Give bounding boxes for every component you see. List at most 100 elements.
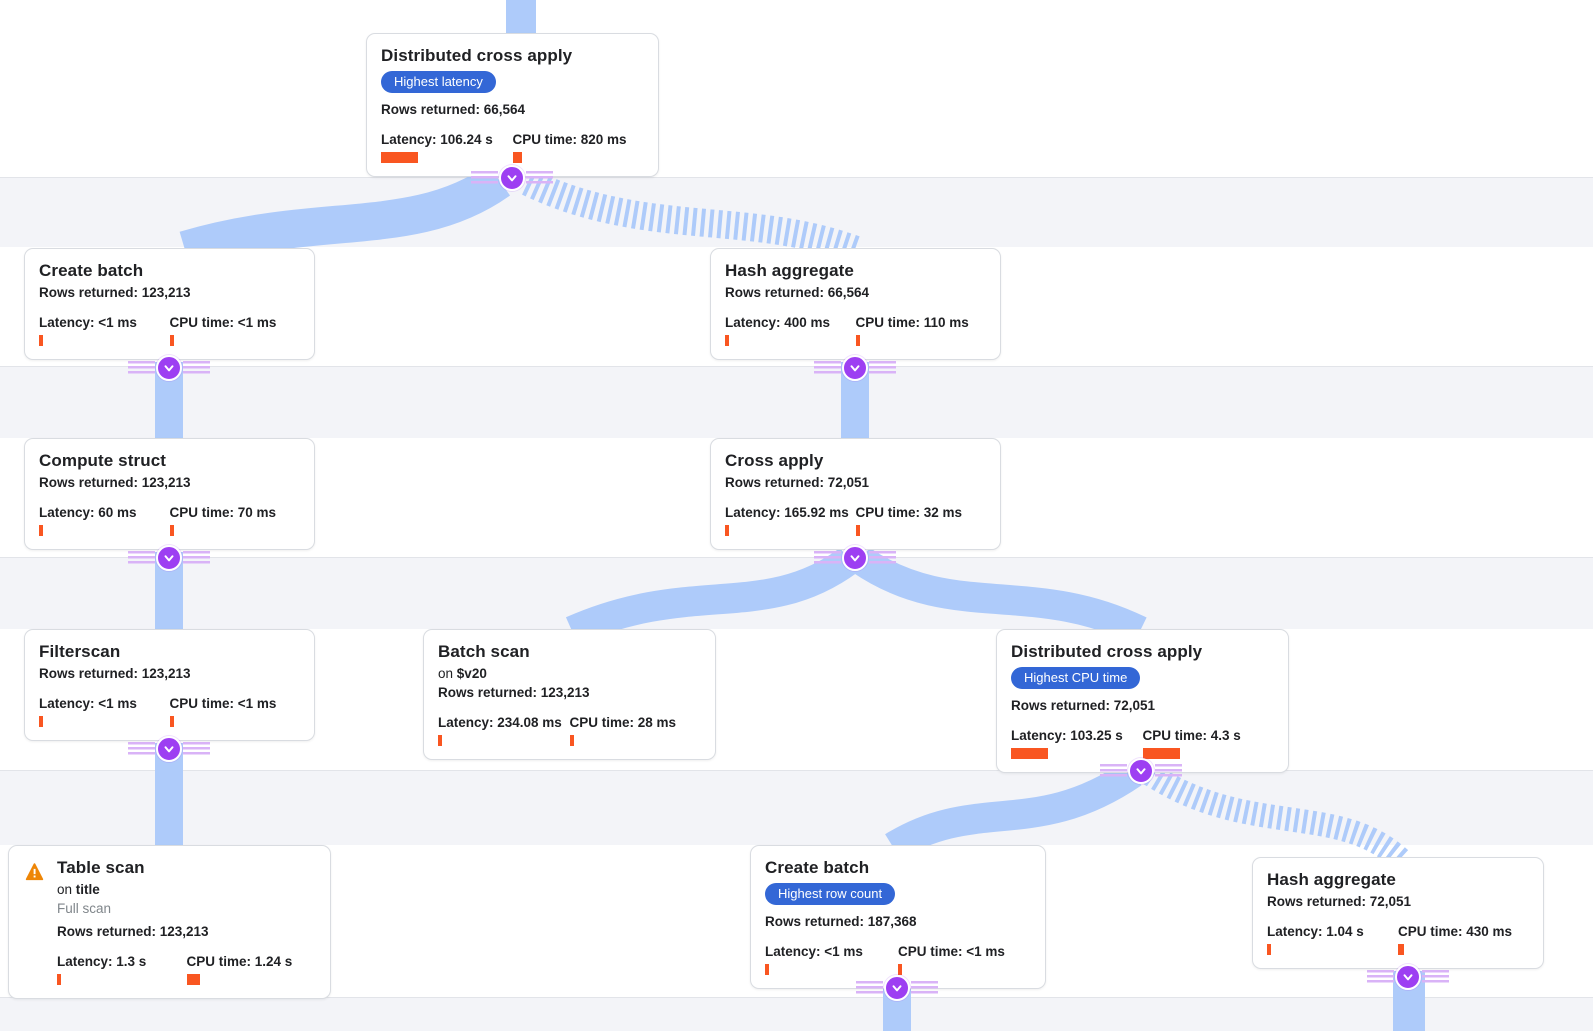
plan-node-create-batch[interactable]: Create batch Rows returned: 123,213 Late… (24, 248, 315, 360)
node-title: Distributed cross apply (1011, 642, 1203, 661)
connector-stripes (1422, 970, 1449, 984)
chevron-down-icon (156, 355, 182, 381)
cpu-time-label: CPU time: <1 ms (169, 315, 277, 330)
chevron-down-icon (1395, 964, 1421, 990)
node-title: Hash aggregate (725, 261, 854, 280)
latency-bar (381, 152, 418, 163)
cpu-time-label: CPU time: 430 ms (1398, 924, 1513, 939)
plan-node-cross-apply[interactable]: Cross apply Rows returned: 72,051 Latenc… (710, 438, 1001, 550)
latency-bar (39, 335, 43, 346)
latency-bar (39, 525, 43, 536)
latency-bar (1011, 748, 1048, 759)
expand-collapse-button-root[interactable] (471, 165, 553, 191)
node-title: Filterscan (39, 642, 121, 661)
latency-label: Latency: 1.04 s (1267, 924, 1364, 939)
cpu-time-bar (569, 735, 574, 746)
rows-returned: Rows returned: 66,564 (725, 285, 870, 300)
latency-bar (39, 716, 43, 727)
cpu-time-bar (1398, 944, 1404, 955)
highest-cpu-time-badge: Highest CPU time (1011, 667, 1141, 689)
rows-returned: Rows returned: 123,213 (39, 285, 191, 300)
plan-node-filterscan[interactable]: Filterscan Rows returned: 123,213 Latenc… (24, 629, 315, 741)
latency-bar (725, 525, 729, 536)
cpu-time-label: CPU time: <1 ms (898, 944, 1005, 959)
rows-returned: Rows returned: 187,368 (765, 914, 917, 929)
expand-collapse-button-create-batch[interactable] (128, 355, 210, 381)
node-title: Create batch (765, 858, 870, 877)
cpu-time-bar (186, 974, 200, 985)
rows-returned: Rows returned: 72,051 (725, 475, 870, 490)
node-title: Hash aggregate (1267, 870, 1396, 889)
latency-label: Latency: <1 ms (39, 696, 137, 711)
expand-collapse-button-dca-2[interactable] (1100, 758, 1182, 784)
cpu-time-label: CPU time: 70 ms (169, 505, 277, 520)
edge-cross-apply-to-distributed-cross-apply (852, 547, 1147, 645)
expand-collapse-button-compute-struct[interactable] (128, 545, 210, 571)
latency-bar (438, 735, 442, 746)
connector-stripes (911, 981, 938, 995)
connector-stripes (128, 742, 155, 756)
rows-returned: Rows returned: 72,051 (1267, 894, 1412, 909)
latency-label: Latency: 234.08 ms (438, 715, 562, 730)
plan-node-hash-aggregate-2[interactable]: Hash aggregate Rows returned: 72,051 Lat… (1252, 857, 1544, 969)
latency-label: Latency: 60 ms (39, 505, 137, 520)
latency-label: Latency: 165.92 ms (725, 505, 849, 520)
connector-stripes (1367, 970, 1394, 984)
edge-cross-apply-to-batch-scan (565, 547, 858, 645)
rows-returned: Rows returned: 66,564 (381, 102, 526, 117)
scan-target: on title (57, 882, 100, 897)
cpu-time-bar (169, 525, 174, 536)
cpu-time-bar (855, 335, 860, 346)
connector-stripes (128, 361, 155, 375)
scan-target: on $v20 (438, 666, 487, 681)
chevron-down-icon (884, 975, 910, 1001)
expand-collapse-button-hash-aggregate-2[interactable] (1367, 964, 1449, 990)
expand-collapse-button-create-batch-2[interactable] (856, 975, 938, 1001)
chevron-down-icon (842, 545, 868, 571)
level-band-1 (0, 0, 1593, 178)
latency-bar (765, 964, 769, 975)
plan-node-distributed-cross-apply-2[interactable]: Distributed cross apply Highest CPU time… (996, 629, 1289, 773)
connector-stripes (471, 171, 498, 185)
cpu-time-label: CPU time: <1 ms (169, 696, 277, 711)
plan-node-compute-struct[interactable]: Compute struct Rows returned: 123,213 La… (24, 438, 315, 550)
latency-label: Latency: <1 ms (765, 944, 863, 959)
cpu-time-label: CPU time: 28 ms (569, 715, 677, 730)
expand-collapse-button-filterscan[interactable] (128, 736, 210, 762)
node-title: Batch scan (438, 642, 530, 661)
latency-label: Latency: 1.3 s (57, 954, 147, 969)
chevron-down-icon (499, 165, 525, 191)
edge-dca-to-create-batch (885, 760, 1142, 860)
node-title: Cross apply (725, 451, 824, 470)
cpu-time-bar (898, 964, 902, 975)
plan-node-batch-scan[interactable]: Batch scan on $v20 Rows returned: 123,21… (423, 629, 716, 760)
rows-returned: Rows returned: 72,051 (1011, 698, 1156, 713)
plan-node-table-scan[interactable]: Table scan on title Full scan Rows retur… (8, 845, 331, 999)
cpu-time-bar (169, 716, 174, 727)
cpu-time-label: CPU time: 32 ms (855, 505, 963, 520)
node-title: Create batch (39, 261, 144, 280)
connector-stripes (128, 551, 155, 565)
highest-row-count-badge: Highest row count (765, 883, 896, 905)
connector-stripes (1100, 764, 1127, 778)
latency-label: Latency: 103.25 s (1011, 728, 1123, 743)
cpu-time-bar (1142, 748, 1180, 759)
plan-node-create-batch-2[interactable]: Create batch Highest row count Rows retu… (750, 845, 1046, 989)
cpu-time-label: CPU time: 820 ms (512, 132, 627, 147)
cpu-time-bar (169, 335, 174, 346)
expand-collapse-button-hash-aggregate[interactable] (814, 355, 896, 381)
edge-dca-to-hash-aggregate-remote (1143, 763, 1409, 869)
edge-root-to-create-batch (179, 164, 511, 269)
node-title: Compute struct (39, 451, 167, 470)
expand-collapse-button-cross-apply[interactable] (814, 545, 896, 571)
cpu-time-label: CPU time: 4.3 s (1142, 728, 1241, 743)
latency-label: Latency: <1 ms (39, 315, 137, 330)
connector-stripes (183, 551, 210, 565)
connector-stripes (183, 742, 210, 756)
chevron-down-icon (842, 355, 868, 381)
connector-stripes (814, 361, 841, 375)
connector-stripes (526, 171, 553, 185)
node-title: Table scan (57, 858, 145, 877)
plan-node-hash-aggregate[interactable]: Hash aggregate Rows returned: 66,564 Lat… (710, 248, 1001, 360)
plan-node-distributed-cross-apply-root[interactable]: Distributed cross apply Highest latency … (366, 33, 659, 177)
